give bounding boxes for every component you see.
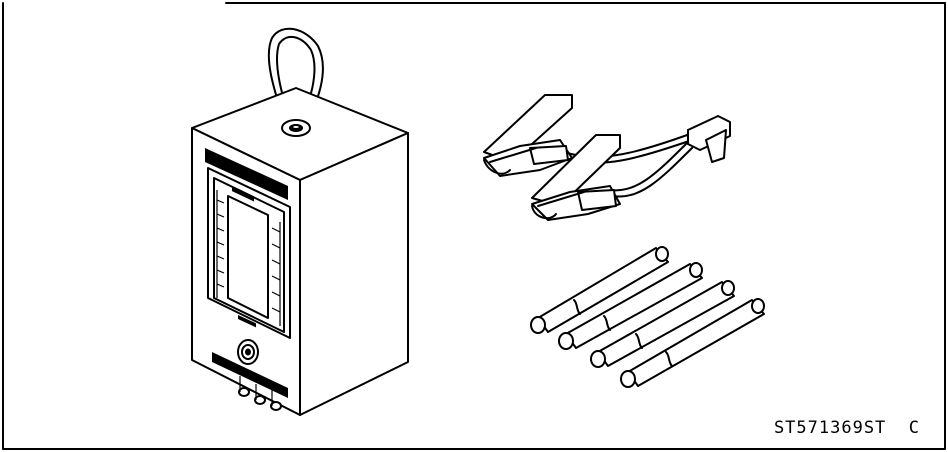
probe-tube-4 <box>620 298 765 388</box>
probe-tube-2 <box>558 262 703 350</box>
terminals <box>238 376 282 411</box>
scale-ticks <box>216 190 281 326</box>
tester-title-label <box>205 148 288 200</box>
clip-leads <box>483 94 731 221</box>
tester-box <box>191 27 409 416</box>
figure-code: ST571369ST C <box>773 418 920 438</box>
adjust-knob <box>237 339 259 365</box>
maker-label <box>212 352 288 398</box>
probe-tube-3 <box>590 280 735 368</box>
probe-tubes <box>530 246 765 388</box>
alligator-clip-lower <box>531 134 621 221</box>
lanyard-loop <box>267 27 324 129</box>
plug-connector <box>687 115 731 163</box>
probe-tube-1 <box>530 246 669 334</box>
alligator-clip-upper <box>483 94 573 177</box>
